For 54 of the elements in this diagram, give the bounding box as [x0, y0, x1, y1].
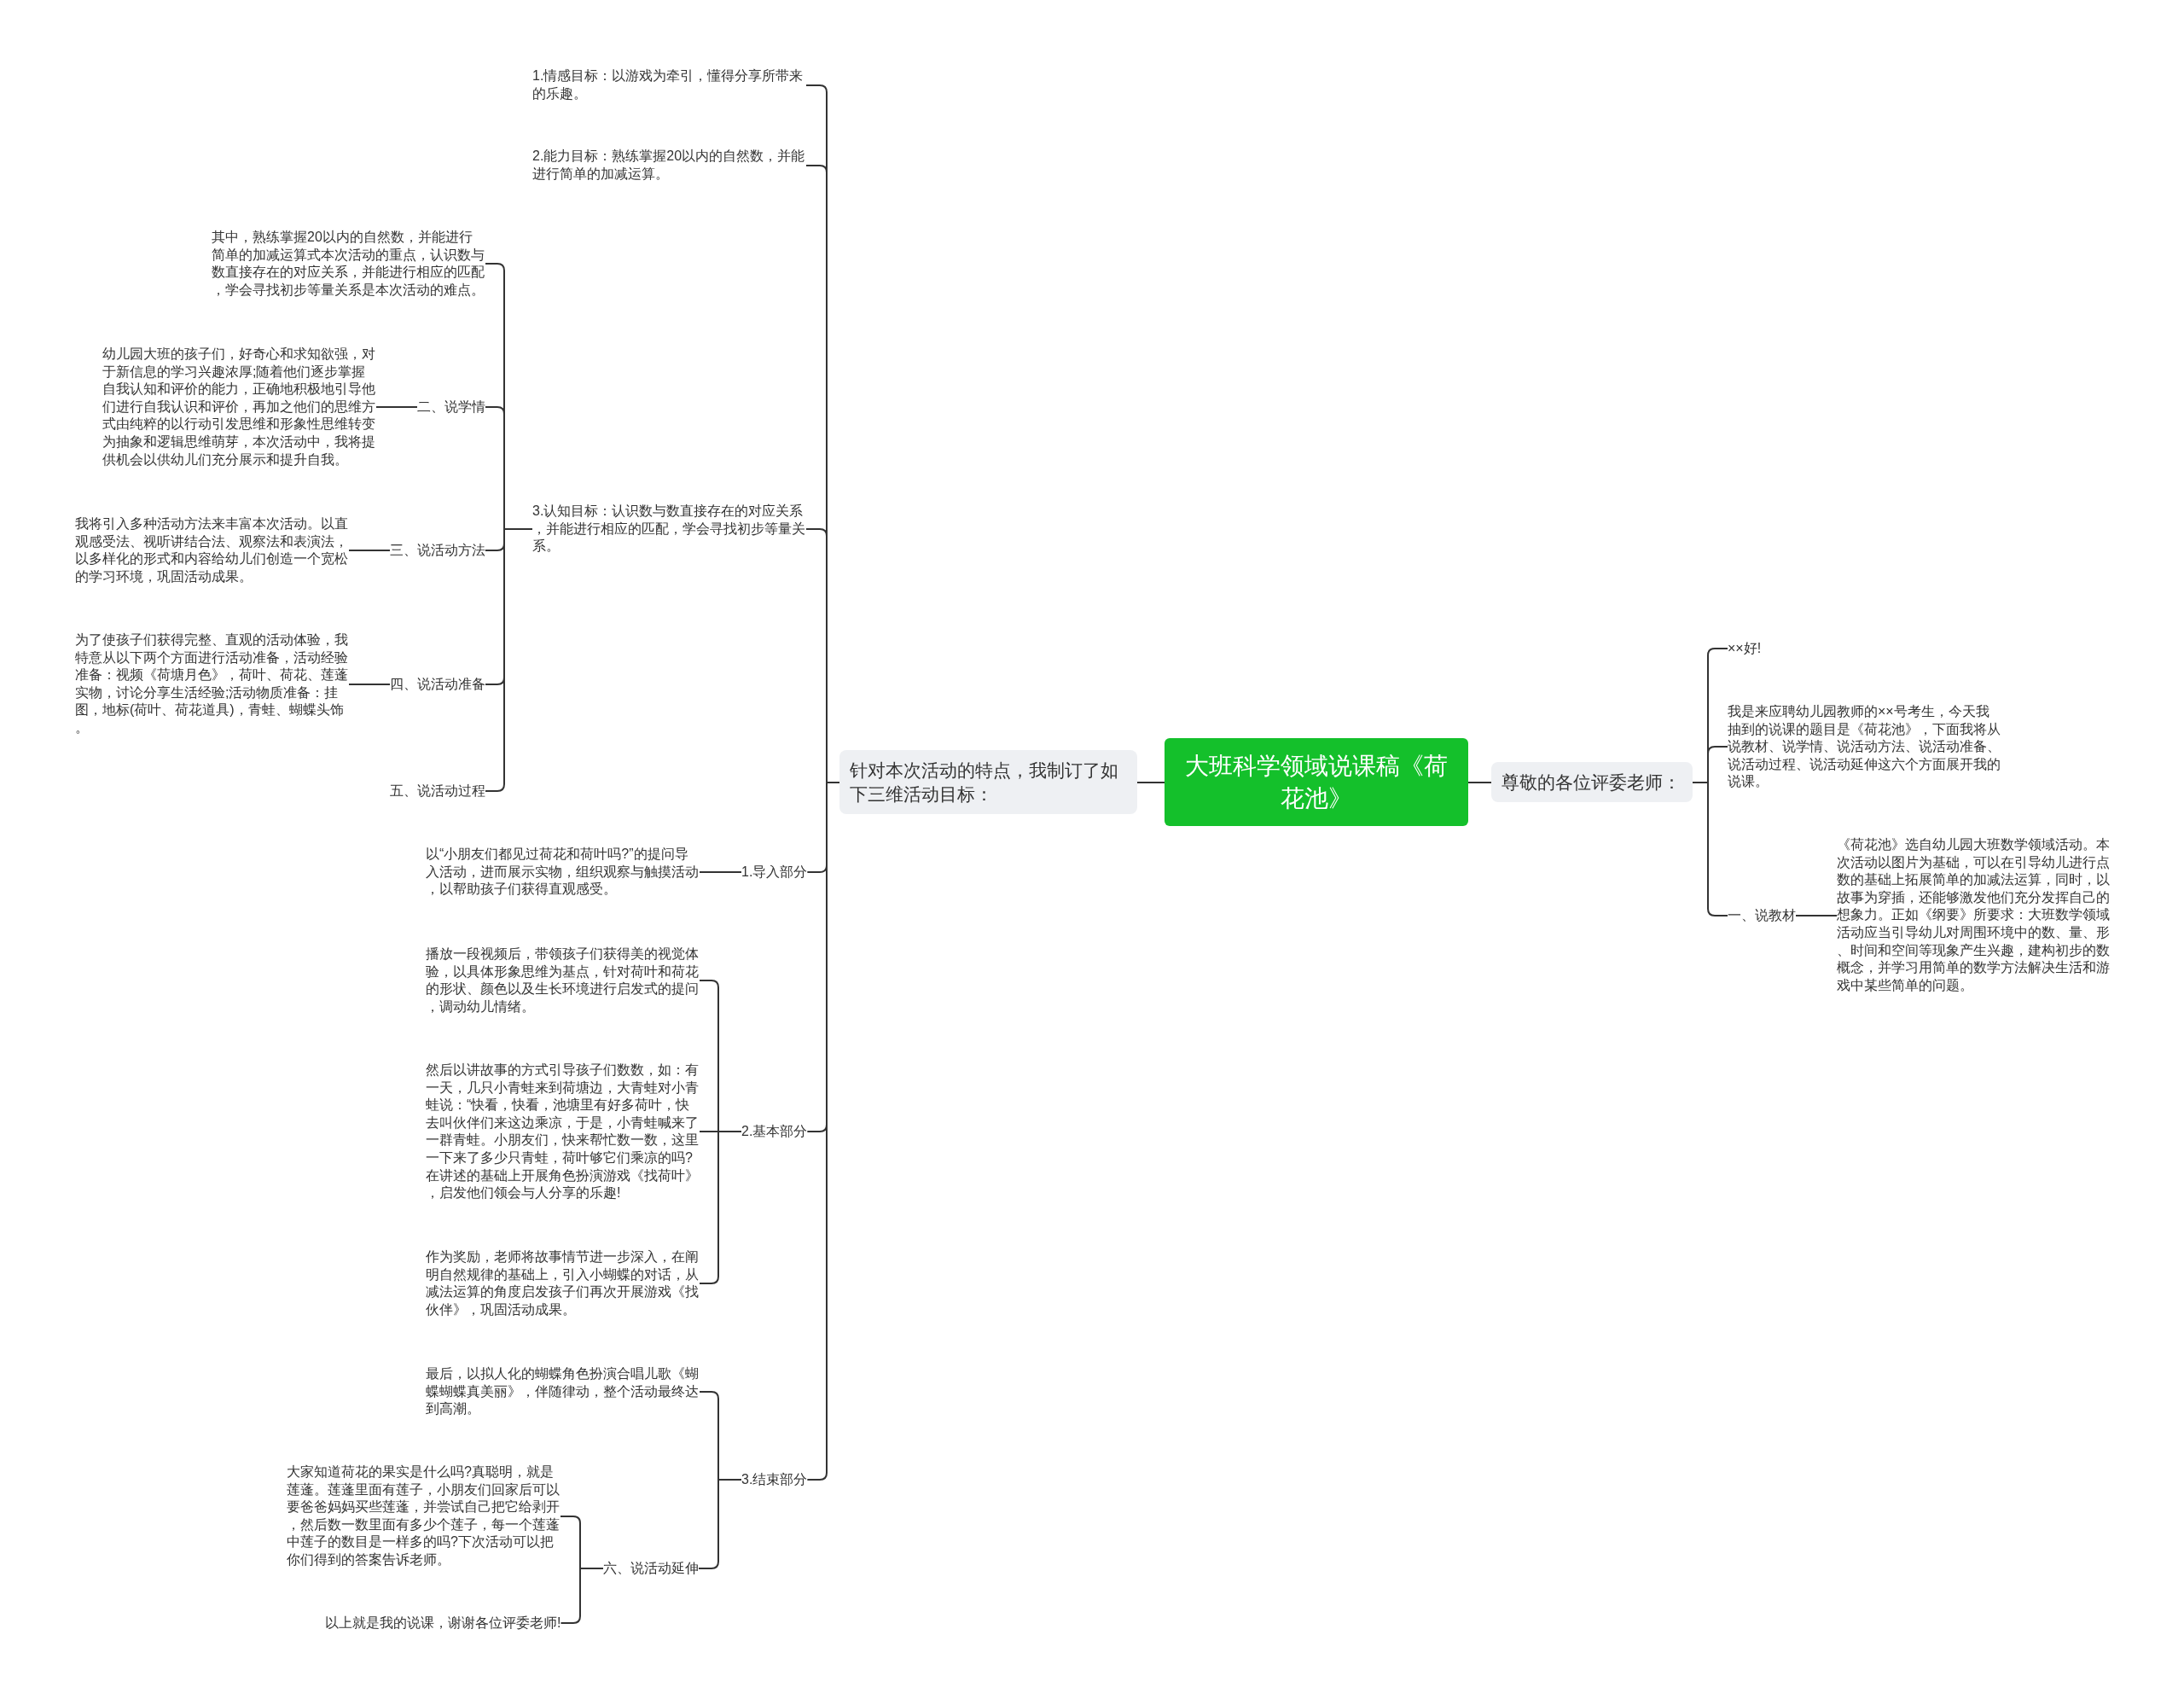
- connector-line: [699, 1276, 719, 1284]
- connector-line: [560, 1615, 581, 1624]
- connector-line: [1707, 648, 1728, 656]
- topic-text: 作为奖励，老师将故事情节进一步深入，在阐明自然规律的基础上，引入小蝴蝶的对话，从减法运算的角度启发孩子们再次开展游戏《找伙伴》，巩固活动成果。: [426, 1248, 700, 1319]
- topic-text: 我将引入多种活动方法来丰富本次活动。以直观感受法、视听讲结合法、观察法和表演法，以多样化的形式和内容给幼儿们创造一个宽松的学习环境，巩固活动成果。: [75, 515, 349, 586]
- topic-text: 以上就是我的说课，谢谢各位评委老师!: [325, 1615, 561, 1632]
- connector-line: [1692, 655, 1709, 910]
- connector-line: [485, 263, 505, 271]
- topic-text: 3.认知目标：认识数与数直接存在的对应关系，并能进行相应的匹配，学会寻找初步等量关系。: [532, 503, 806, 556]
- connector-line: [826, 91, 840, 1474]
- connector-line: [805, 84, 828, 93]
- topic-text: 为了使孩子们获得完整、直观的活动体验，我特意从以下两个方面进行活动准备，活动经验准备：视频《荷塘月色》，荷叶、荷花、莲蓬实物，讨论分享生活经验;活动物质准备：挂图，地标(荷叶、荷花道具)，青蛙、蝴蝶头饰。: [75, 631, 349, 737]
- topic-text: 五、说活动过程: [390, 783, 485, 800]
- connector-line: [485, 783, 505, 792]
- topic-text: 2.基本部分: [741, 1123, 808, 1141]
- topic-text: 2.能力目标：熟练掌握20以内的自然数，并能进行简单的加减运算。: [532, 148, 806, 183]
- connector-line: [375, 406, 418, 408]
- topic-text: 三、说活动方法: [390, 542, 485, 560]
- connector-line: [699, 980, 719, 988]
- connector-line: [348, 550, 391, 551]
- connector-line: [503, 270, 533, 785]
- topic-text: ××好!: [1728, 640, 1762, 658]
- topic-text: 四、说活动准备: [390, 676, 485, 694]
- topic-text: 大家知道荷花的果实是什么吗?真聪明，就是莲蓬。莲蓬里面有莲子，小朋友们回家后可以要爸爸妈妈买些莲蓬，并尝试自己把它给剥开，然后数一数里面有多少个莲子，每一个莲蓬中莲子的数目是一样多的吗?下次活动可以把你们得到的答案告诉老师。: [287, 1463, 561, 1569]
- topic-text: 我是来应聘幼儿园教师的××号考生，今天我抽到的说课的题目是《荷花池》，下面我将从说教材、说学情、说活动方法、说活动准备、说活动过程、说活动延伸这六个方面展开我的说课。: [1728, 703, 2001, 791]
- connector-line: [717, 1398, 742, 1562]
- topic-text: 3.结束部分: [741, 1471, 808, 1489]
- topic-text: 1.导入部分: [741, 864, 808, 882]
- connector-line: [348, 684, 391, 685]
- central-topic-box: 大班科学领域说课稿《荷花池》: [1165, 738, 1468, 826]
- topic-text: 以“小朋友们都见过荷花和荷叶吗?”的提问导入活动，进而展示实物，组织观察与触摸活动，以帮助孩子们获得直观感受。: [426, 846, 700, 899]
- topic-box: 尊敬的各位评委老师：: [1491, 762, 1693, 802]
- connector-line: [1707, 908, 1728, 916]
- topic-box: 针对本次活动的特点，我制订了如下三维活动目标：: [839, 750, 1137, 814]
- connector-line: [1795, 915, 1838, 916]
- topic-text: 一、说教材: [1728, 907, 1796, 925]
- connector-line: [1467, 782, 1492, 783]
- connector-line: [1136, 782, 1165, 783]
- topic-text: 1.情感目标：以游戏为牵引，懂得分享所带来的乐趣。: [532, 67, 806, 103]
- topic-text: 幼儿园大班的孩子们，好奇心和求知欲强，对于新信息的学习兴趣浓厚;随着他们逐步掌握自我认知和评价的能力，正确地积极地引导他们进行自我认识和评价，再加之他们的思维方式由纯粹的以行动引发思维和形象性思维转变为抽象和逻辑思维萌芽，本次活动中，我将提供机会以供幼儿们充分展示和提升自我。: [102, 346, 376, 469]
- connector-line: [717, 986, 742, 1277]
- topic-text: 六、说活动延伸: [603, 1560, 699, 1578]
- connector-line: [698, 1561, 719, 1569]
- topic-text: 最后，以拟人化的蝴蝶角色扮演合唱儿歌《蝴蝶蝴蝶真美丽》，伴随律动，整个活动最终达到高潮。: [426, 1365, 700, 1418]
- topic-text: 其中，熟练掌握20以内的自然数，并能进行简单的加减运算式本次活动的重点，认识数与数直接存在的对应关系，并能进行相应的匹配，学会寻找初步等量关系是本次活动的难点。: [212, 229, 485, 300]
- connector-line: [560, 1516, 581, 1524]
- topic-text: 《荷花池》选自幼儿园大班数学领域活动。本次活动以图片为基础，可以在引导幼儿进行点数的基础上拓展简单的加减法运算，同时，以故事为穿插，还能够激发他们充分发挥自己的想象力。正如《纲要》所要求：大班数学领域活动应当引导幼儿对周围环境中的数、量、形、时间和空间等现象产生兴趣，建构初步的数概念，并学习用简单的数学方法解决生活和游戏中某些简单的问题。: [1837, 836, 2111, 995]
- connector-line: [579, 1522, 604, 1617]
- topic-text: 二、说学情: [417, 399, 485, 416]
- topic-text: 然后以讲故事的方式引导孩子们数数，如：有一天，几只小青蛙来到荷塘边，大青蛙对小青蛙说：“快看，快看，池塘里有好多荷叶，快去叫伙伴们来这边乘凉，于是，小青蛙喊来了一群青蛙。小朋友们，快来帮忙数一数，这里一下来了多少只青蛙，荷叶够它们乘凉的吗?在讲述的基础上开展角色扮演游戏《找荷叶》，启发他们领会与人分享的乐趣!: [426, 1062, 700, 1202]
- topic-text: 播放一段视频后，带领孩子们获得美的视觉体验，以具体形象思维为基点，针对荷叶和荷花的形状、颜色以及生长环境进行启发式的提问，调动幼儿情绪。: [426, 946, 700, 1016]
- connector-line: [699, 1391, 719, 1399]
- connector-line: [699, 871, 742, 873]
- connector-line: [806, 1472, 828, 1481]
